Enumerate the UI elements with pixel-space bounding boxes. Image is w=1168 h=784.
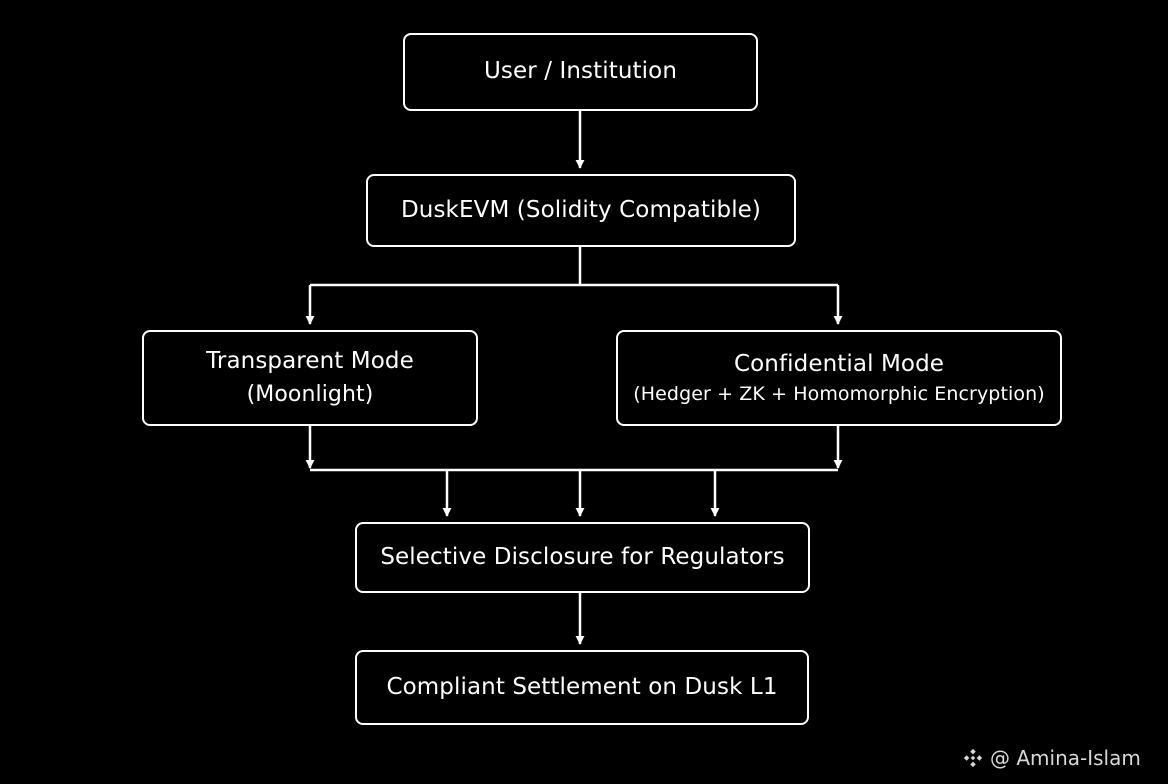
node-sublabel: (Hedger + ZK + Homomorphic Encryption) — [633, 382, 1045, 405]
node-compliant-settlement: Compliant Settlement on Dusk L1 — [355, 650, 809, 725]
node-label: Compliant Settlement on Dusk L1 — [386, 673, 778, 700]
binance-logo-icon — [962, 747, 984, 769]
watermark: @ Amina-Islam — [962, 744, 1141, 772]
node-label: Confidential Mode — [733, 350, 945, 377]
watermark-text: @ Amina-Islam — [990, 746, 1141, 770]
node-confidential-mode: Confidential Mode (Hedger + ZK + Homomor… — [616, 330, 1062, 426]
node-transparent-mode: Transparent Mode (Moonlight) — [142, 330, 478, 426]
node-duskevm: DuskEVM (Solidity Compatible) — [366, 174, 796, 247]
node-selective-disclosure: Selective Disclosure for Regulators — [355, 522, 810, 593]
node-label: DuskEVM (Solidity Compatible) — [400, 196, 762, 223]
node-label: User / Institution — [484, 58, 677, 85]
node-label: Transparent Mode — [206, 348, 414, 375]
node-label: Selective Disclosure for Regulators — [380, 543, 785, 570]
node-sublabel: (Moonlight) — [246, 381, 374, 407]
node-user-institution: User / Institution — [403, 33, 758, 111]
